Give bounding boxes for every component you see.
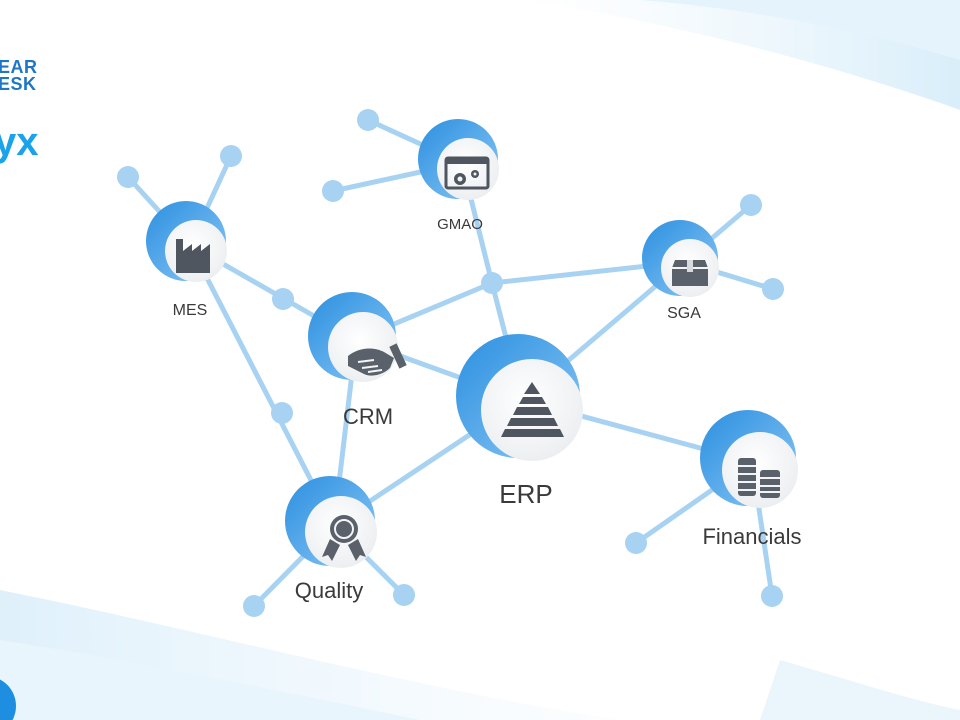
node-label-sga: SGA bbox=[667, 305, 701, 322]
brand-line-2: ESK bbox=[0, 74, 37, 94]
node-sga: SGA bbox=[642, 220, 719, 322]
endpoint-dot bbox=[357, 109, 379, 131]
node-label-quality: Quality bbox=[295, 578, 363, 603]
coin-stack-icon bbox=[738, 458, 780, 498]
box-icon bbox=[672, 260, 708, 286]
factory-icon bbox=[176, 239, 210, 273]
node-financials: Financials bbox=[700, 410, 802, 549]
endpoint-dot bbox=[762, 278, 784, 300]
junction-dot bbox=[481, 272, 503, 294]
corner-blue-circle bbox=[0, 679, 16, 720]
endpoint-dot bbox=[220, 145, 242, 167]
pyramid-icon bbox=[501, 382, 564, 437]
node-mes: MES bbox=[146, 201, 227, 319]
endpoint-dots bbox=[117, 109, 784, 617]
node-quality: Quality bbox=[285, 476, 377, 603]
junction-dot bbox=[271, 402, 293, 424]
gear-window-icon bbox=[444, 156, 490, 190]
node-gmao: GMAO bbox=[418, 119, 499, 233]
brand-wordmark: yx bbox=[0, 120, 39, 164]
node-label-gmao: GMAO bbox=[437, 216, 483, 233]
endpoint-dot bbox=[625, 532, 647, 554]
endpoint-dot bbox=[393, 584, 415, 606]
node-label-erp: ERP bbox=[499, 479, 552, 509]
edge-mes-quality bbox=[187, 242, 337, 528]
brand-line-1: EAR bbox=[0, 57, 38, 77]
node-label-mes: MES bbox=[173, 302, 208, 319]
node-crm: CRM bbox=[308, 292, 407, 429]
node-label-crm: CRM bbox=[343, 404, 393, 429]
node-erp: ERP bbox=[456, 334, 583, 509]
brand-logo-text: EAR ESK bbox=[0, 57, 38, 94]
node-label-financials: Financials bbox=[702, 524, 801, 549]
endpoint-dot bbox=[740, 194, 762, 216]
endpoint-dot bbox=[243, 595, 265, 617]
endpoint-dot bbox=[322, 180, 344, 202]
junction-dot bbox=[272, 288, 294, 310]
endpoint-dot bbox=[761, 585, 783, 607]
endpoint-dot bbox=[117, 166, 139, 188]
handshake-icon bbox=[348, 343, 407, 376]
award-ribbon-icon bbox=[322, 515, 366, 561]
